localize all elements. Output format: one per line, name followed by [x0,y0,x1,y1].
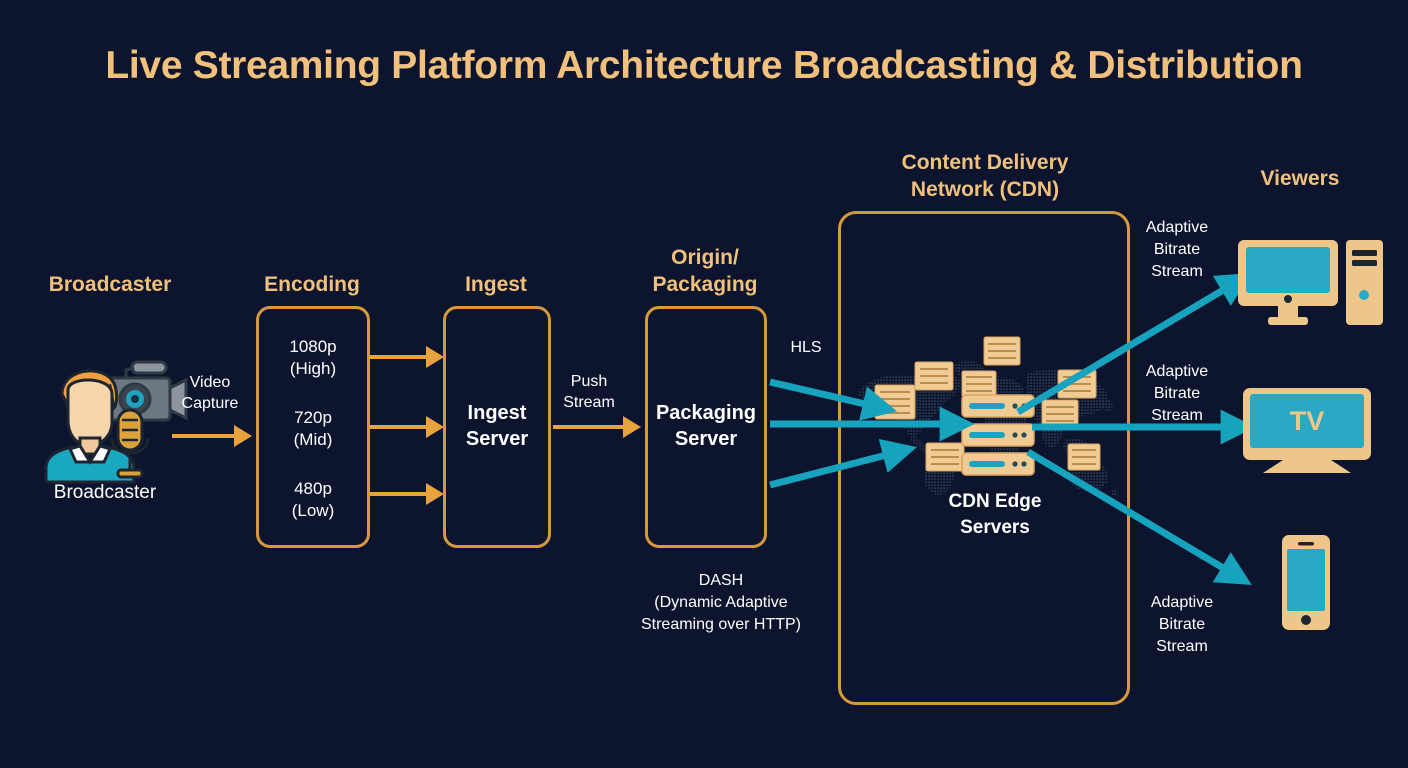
cdn-edge-servers-caption-line2: Servers [960,517,1030,538]
section-label-ingest: Ingest [465,273,527,296]
server-rack-icon [874,384,916,420]
broadcaster-icon-caption: Broadcaster [53,482,157,503]
section-label-cdn-line1: Content Delivery [901,151,1069,174]
push-stream-label-line2: Stream [563,394,615,411]
arrow-ingest-to-packaging [553,416,645,438]
section-label-origin-line2: Packaging [652,273,758,296]
protocol-hls-label: HLS [790,339,822,356]
viewer-2-stream-label-line2: Bitrate [1158,616,1206,633]
video-capture-label-line2: Capture [181,395,239,412]
viewer-0-stream-label-line2: Bitrate [1153,241,1201,258]
broadcaster-person-camera-mic-icon [40,350,188,484]
viewer-1-stream-label-line3: Stream [1151,407,1203,424]
packaging-server-label-line2: Server [674,428,738,450]
viewer-2-stream-label-line1: Adaptive [1150,594,1214,611]
push-stream-label-line1: Push [570,373,608,390]
encoding-box[interactable] [256,306,370,548]
arrow-encoding-1080p-to-ingest [370,346,450,368]
desktop-computer-icon [1238,240,1383,325]
packaging-server-label-line1: Packaging [655,402,757,424]
server-rack-icon [1057,369,1097,399]
arrow-encoding-720p-to-ingest [370,416,450,438]
ingest-box[interactable] [443,306,551,548]
server-rack-icon [983,336,1021,366]
arrow-encoding-480p-to-ingest [370,483,450,505]
encoding-rendition-0-quality: (High) [289,359,337,378]
viewer-1-stream-label-line1: Adaptive [1145,363,1209,380]
encoding-rendition-0-resolution: 1080p [289,337,337,356]
page-title: Live Streaming Platform Architecture Bro… [105,44,1303,87]
server-rack-icon [914,361,954,391]
video-capture-label-line1: Video [189,374,231,391]
viewer-1-screen-text: TV [1289,406,1325,436]
section-label-viewers: Viewers [1260,167,1340,190]
viewer-0-stream-label-line1: Adaptive [1145,219,1209,236]
encoding-rendition-1-quality: (Mid) [293,430,333,449]
section-label-encoding: Encoding [264,273,360,296]
ingest-server-label-line2: Server [465,428,529,450]
encoding-rendition-2-quality: (Low) [291,501,335,520]
protocol-dash-label-line3: Streaming over HTTP) [640,616,802,633]
packaging-box[interactable] [645,306,767,548]
viewer-0-stream-label-line3: Stream [1151,263,1203,280]
protocol-dash-label-line2: (Dynamic Adaptive [654,594,788,611]
viewer-2-stream-label-line3: Stream [1156,638,1208,655]
server-rack-icon [1067,443,1101,471]
server-rack-icon [1041,399,1079,429]
protocol-dash-label-line1: DASH [698,572,744,589]
mobile-phone-icon [1282,535,1330,630]
section-label-broadcaster: Broadcaster [48,273,172,296]
section-label-cdn-line2: Network (CDN) [910,178,1060,201]
ingest-server-label-line1: Ingest [467,402,527,424]
server-rack-icon [925,442,965,472]
encoding-rendition-2-resolution: 480p [294,479,332,498]
arrow-broadcaster-to-encoding [172,425,254,447]
television-icon [1243,388,1371,473]
encoding-rendition-1-resolution: 720p [294,408,332,427]
server-rack-icon [961,370,997,398]
section-label-origin-line1: Origin/ [671,246,739,269]
viewer-1-stream-label-line2: Bitrate [1153,385,1201,402]
cdn-edge-server-stack-icon [961,394,1035,476]
cdn-edge-servers-caption-line1: CDN Edge [948,491,1042,512]
